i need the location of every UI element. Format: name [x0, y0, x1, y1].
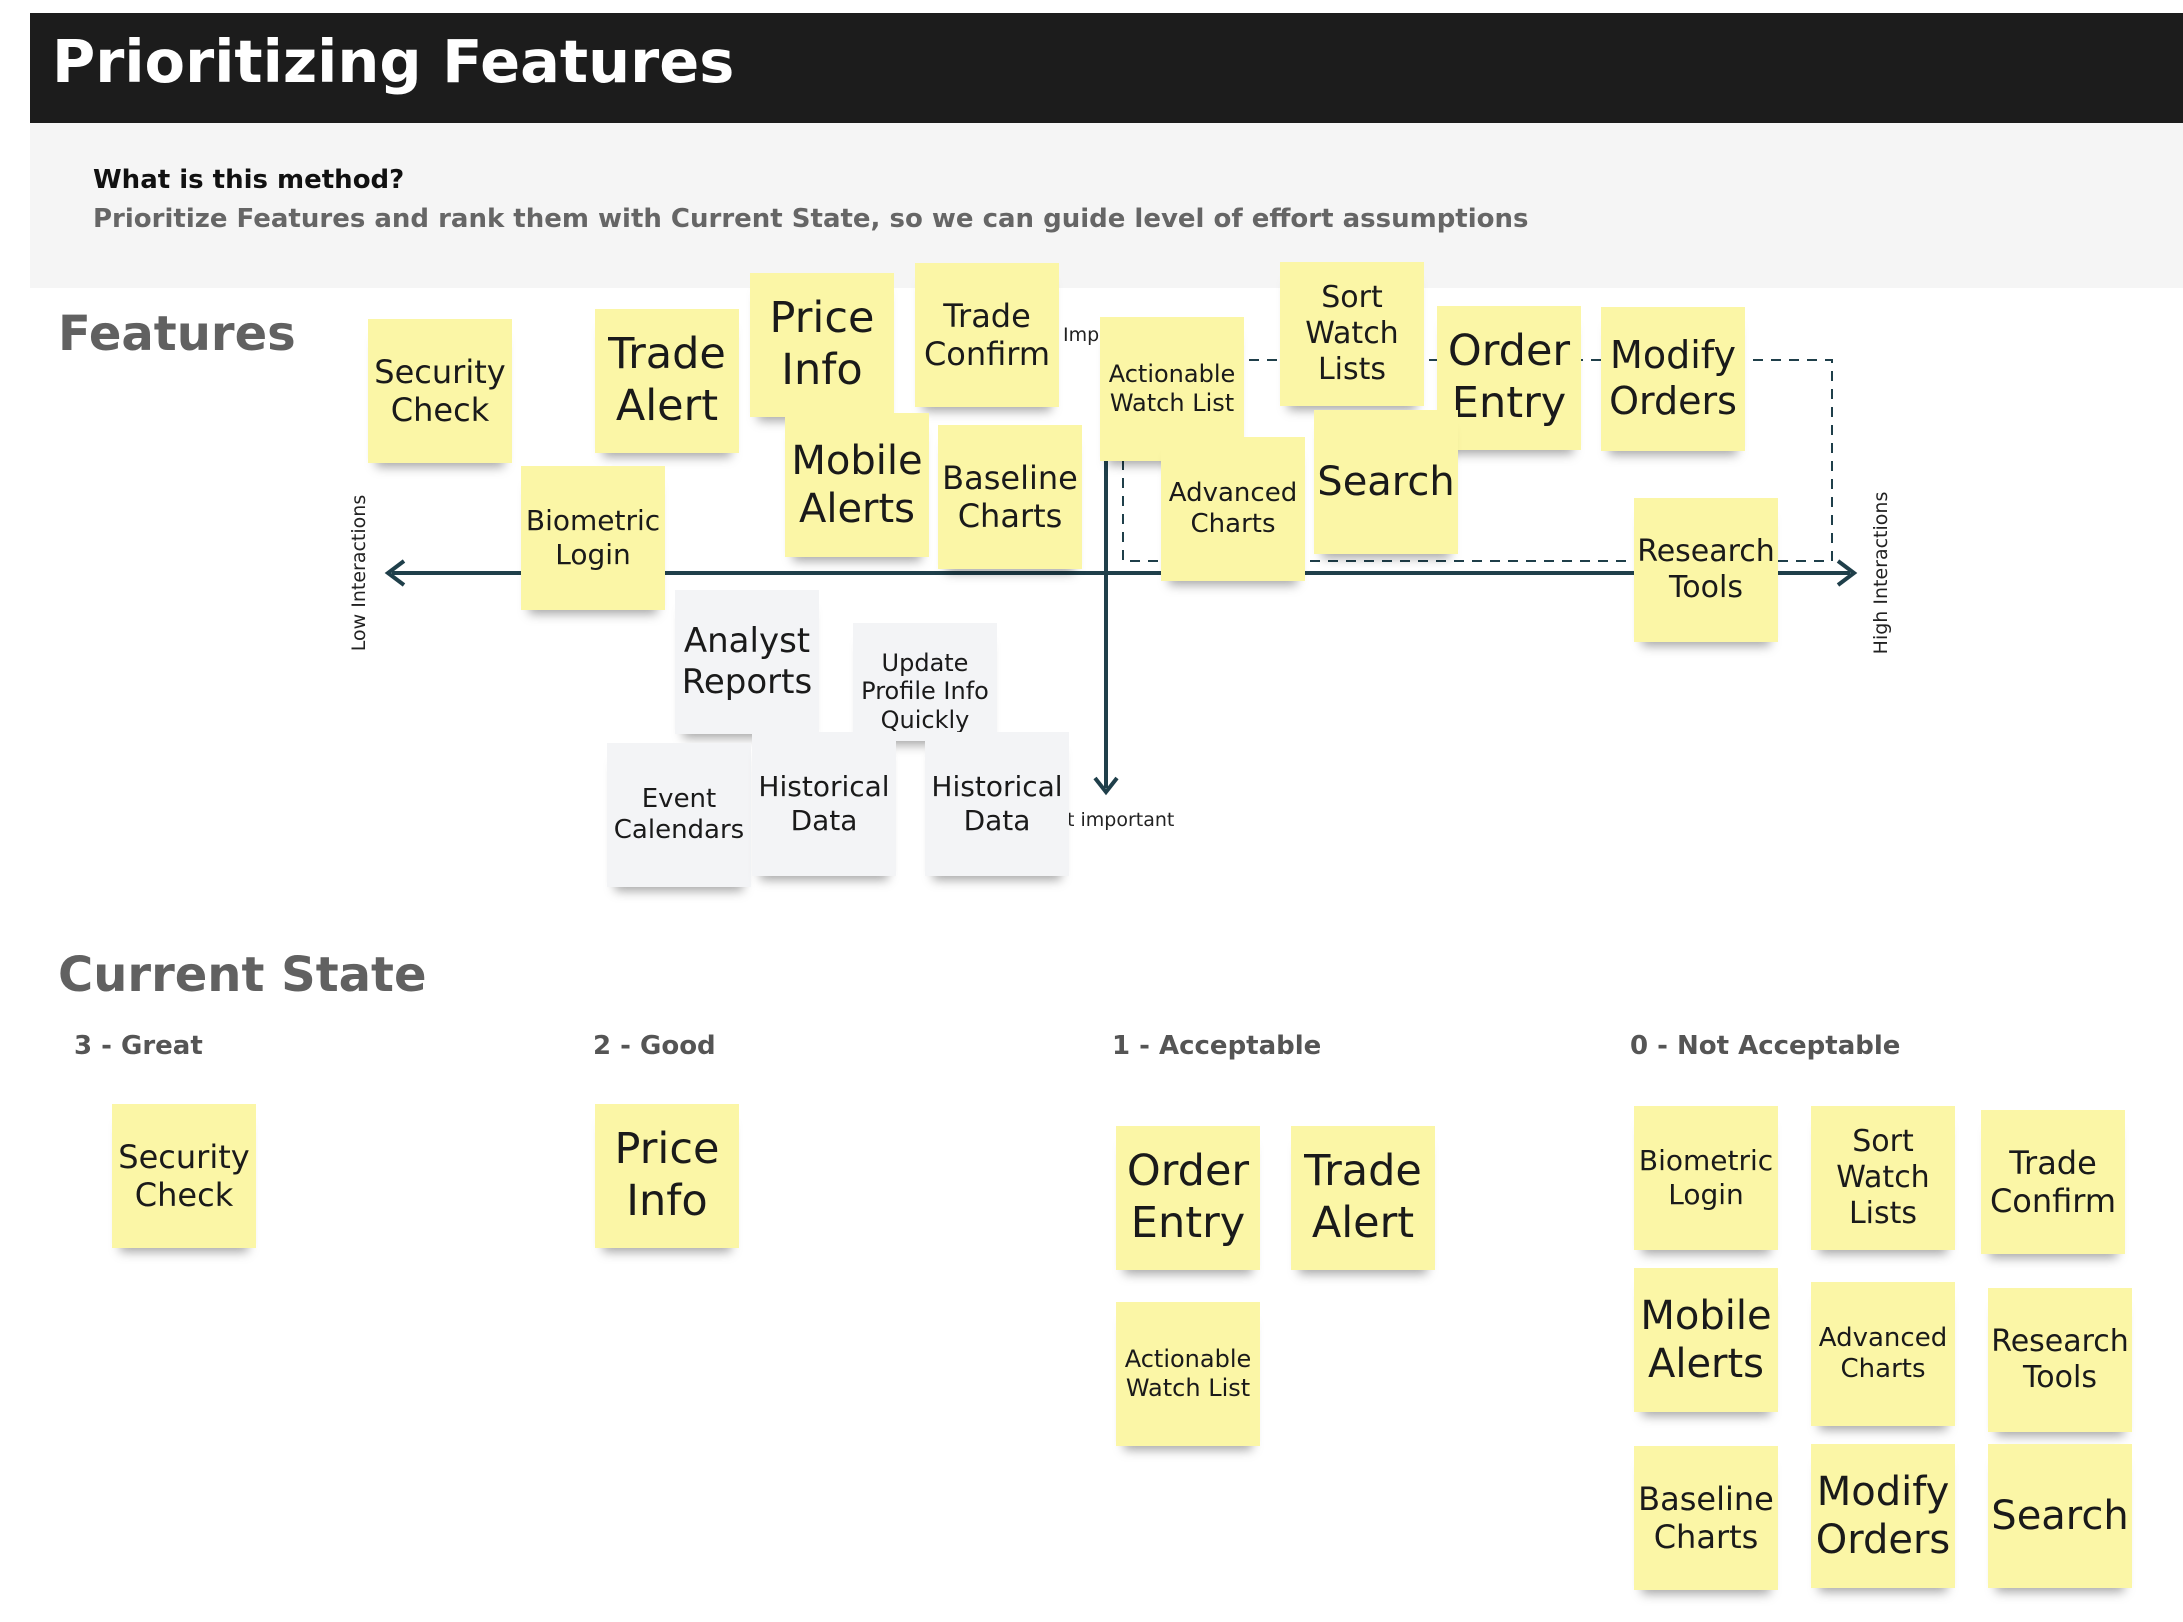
arrow-down-icon [1093, 776, 1119, 796]
axis-label-high-interactions: High Interactions [1870, 491, 1892, 655]
sticky-mobile-alerts[interactable]: Mobile Alerts [785, 413, 929, 557]
method-intro: What is this method? Prioritize Features… [30, 123, 2183, 288]
sticky-actionable-watch-list[interactable]: Actionable Watch List [1116, 1302, 1260, 1446]
sticky-advanced-charts[interactable]: Advanced Charts [1161, 437, 1305, 581]
sticky-biometric-login[interactable]: Biometric Login [1634, 1106, 1778, 1250]
sticky-historical-data[interactable]: Historical Data [752, 732, 896, 876]
sticky-baseline-charts[interactable]: Baseline Charts [938, 425, 1082, 569]
sticky-price-info[interactable]: Price Info [595, 1104, 739, 1248]
axis-label-low-interactions: Low Interactions [348, 494, 370, 652]
arrow-right-icon [1836, 559, 1858, 587]
axis-label-important: Impo [1063, 324, 1111, 346]
sticky-mobile-alerts[interactable]: Mobile Alerts [1634, 1268, 1778, 1412]
column-great-heading: 3 - Great [74, 1031, 203, 1061]
sticky-trade-confirm[interactable]: Trade Confirm [1981, 1110, 2125, 1254]
column-good-heading: 2 - Good [593, 1031, 716, 1061]
sticky-event-calendars[interactable]: Event Calendars [607, 743, 751, 887]
sticky-modify-orders[interactable]: Modify Orders [1601, 307, 1745, 451]
method-question: What is this method? [93, 165, 405, 195]
axis-label-not-important: t important [1067, 809, 1175, 831]
method-description: Prioritize Features and rank them with C… [93, 204, 1529, 234]
current-state-heading: Current State [58, 947, 427, 1003]
arrow-left-icon [384, 559, 406, 587]
column-not-acceptable-heading: 0 - Not Acceptable [1630, 1031, 1901, 1061]
features-heading: Features [58, 306, 296, 362]
sticky-research-tools[interactable]: Research Tools [1988, 1288, 2132, 1432]
column-acceptable-heading: 1 - Acceptable [1112, 1031, 1322, 1061]
sticky-modify-orders[interactable]: Modify Orders [1811, 1444, 1955, 1588]
sticky-trade-confirm[interactable]: Trade Confirm [915, 263, 1059, 407]
sticky-sort-watch-lists[interactable]: Sort Watch Lists [1811, 1106, 1955, 1250]
sticky-trade-alert[interactable]: Trade Alert [595, 309, 739, 453]
sticky-advanced-charts[interactable]: Advanced Charts [1811, 1282, 1955, 1426]
sticky-price-info[interactable]: Price Info [750, 273, 894, 417]
sticky-order-entry[interactable]: Order Entry [1116, 1126, 1260, 1270]
sticky-search[interactable]: Search [1314, 410, 1458, 554]
sticky-trade-alert[interactable]: Trade Alert [1291, 1126, 1435, 1270]
sticky-sort-watch-lists[interactable]: Sort Watch Lists [1280, 262, 1424, 406]
sticky-update-profile-info[interactable]: Update Profile Info Quickly [853, 623, 997, 741]
sticky-security-check[interactable]: Security Check [112, 1104, 256, 1248]
sticky-biometric-login[interactable]: Biometric Login [521, 466, 665, 610]
sticky-security-check[interactable]: Security Check [368, 319, 512, 463]
sticky-baseline-charts[interactable]: Baseline Charts [1634, 1446, 1778, 1590]
page-title: Prioritizing Features [52, 27, 735, 96]
page-header: Prioritizing Features [30, 13, 2183, 123]
sticky-order-entry[interactable]: Order Entry [1437, 306, 1581, 450]
sticky-historical-data[interactable]: Historical Data [925, 732, 1069, 876]
sticky-research-tools[interactable]: Research Tools [1634, 498, 1778, 642]
sticky-analyst-reports[interactable]: Analyst Reports [675, 590, 819, 734]
sticky-search[interactable]: Search [1988, 1444, 2132, 1588]
